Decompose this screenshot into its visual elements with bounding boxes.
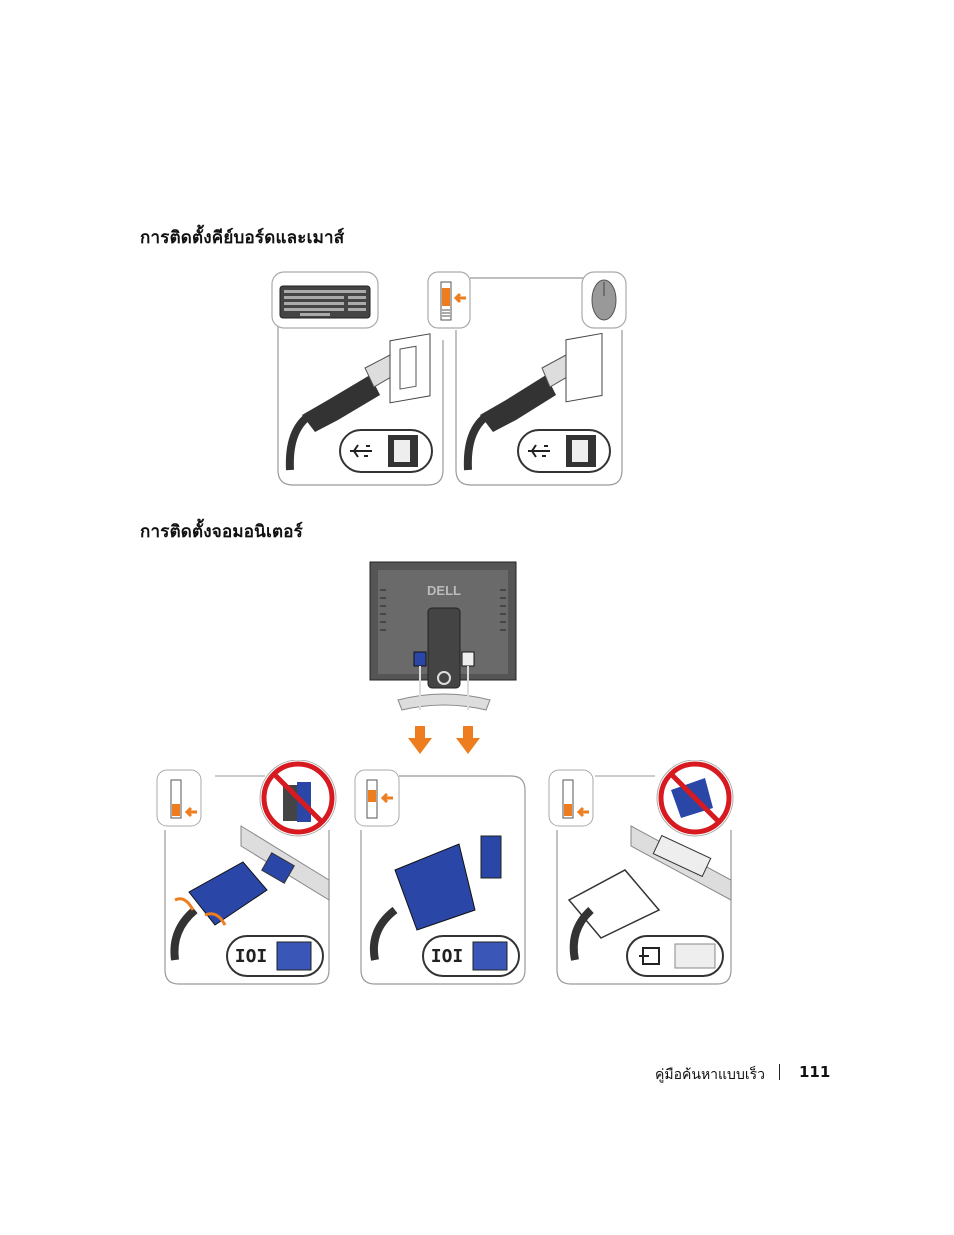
monitor-rear-illustration: DELL (369, 561, 517, 754)
monitor-brand-logo: DELL (427, 583, 461, 598)
usb-plug-icon (285, 333, 431, 471)
prohibited-adapter-icon (259, 760, 337, 837)
vga-direct-connection-panel: IOI (354, 769, 526, 985)
down-arrow-icon (408, 726, 480, 754)
dvi-port-icon (461, 651, 475, 667)
vga-port-badge: IOI (422, 935, 520, 977)
monitor-cable-options-illustration: IOI IOI (156, 760, 734, 985)
page-footer: คู่มือค้นหาแบบเร็ว 111 (655, 1063, 830, 1086)
mouse-icon (591, 279, 617, 321)
svg-text:IOI: IOI (235, 946, 268, 967)
prohibited-vga-icon (656, 760, 734, 837)
page-number: 111 (799, 1063, 831, 1081)
vga-connection-panel: IOI (156, 760, 337, 985)
usb-port-badge (517, 429, 611, 473)
dvi-port-badge (626, 935, 724, 977)
footer-divider (779, 1064, 780, 1080)
keyboard-mouse-connection-illustration (271, 271, 627, 486)
monitor-section-title: การติดตั้งจอมอนิเตอร์ (140, 522, 303, 542)
keyboard-usb-panel (271, 271, 444, 486)
usb-plug-icon (463, 332, 603, 471)
keyboard-mouse-section-title: การติดตั้งคีย์บอร์ดและเมาส์ (140, 228, 345, 248)
keyboard-icon (279, 285, 371, 319)
dvi-connection-panel (548, 760, 734, 985)
usb-port-badge (339, 429, 433, 473)
svg-text:IOI: IOI (431, 946, 464, 967)
guide-title: คู่มือค้นหาแบบเร็ว (655, 1067, 765, 1083)
rear-usb-port-indicator (427, 271, 471, 329)
vga-port-icon (413, 651, 427, 667)
mouse-usb-panel (455, 271, 627, 486)
vga-port-badge: IOI (226, 935, 324, 977)
